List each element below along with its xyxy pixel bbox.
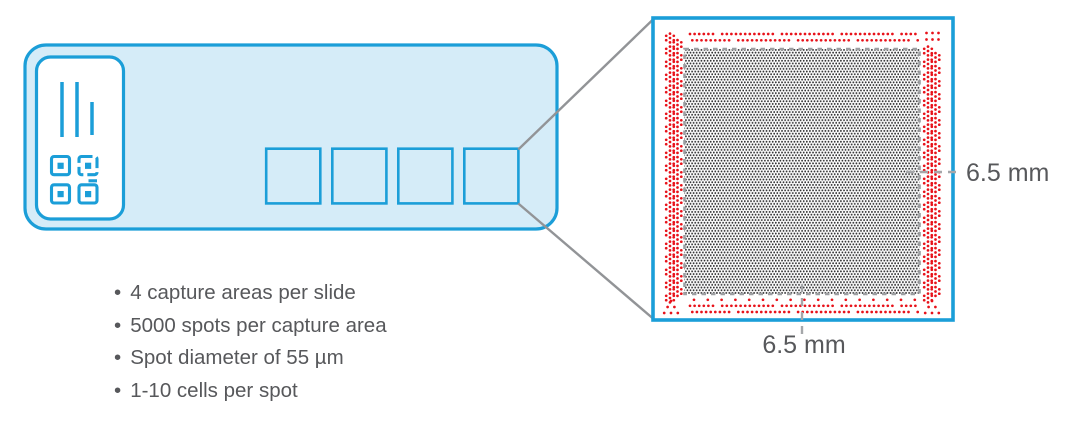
spot-area-dashed-border (683, 47, 921, 296)
list-item: • Spot diameter of 55 µm (114, 342, 387, 375)
capture-area-square (330, 147, 388, 205)
spot-grid (684, 49, 920, 294)
list-item: • 1-10 cells per spot (114, 375, 387, 408)
qr-code-icon (49, 154, 99, 205)
capture-area-square (462, 147, 520, 205)
height-dimension-label: 6.5 mm (966, 159, 1050, 187)
list-item-text: Spot diameter of 55 µm (130, 346, 344, 369)
barcode-icon (60, 82, 94, 137)
capture-areas (264, 147, 520, 205)
width-dimension-label: 6.5 mm (762, 331, 846, 359)
fiducial-frame (662, 31, 941, 315)
connector-line-bottom (517, 202, 654, 320)
dimension-pointer-lines (800, 170, 959, 334)
bullet-marker: • (114, 281, 122, 304)
bullet-marker: • (114, 313, 122, 337)
capture-area-square (396, 147, 454, 205)
capture-area-square (264, 147, 322, 205)
specs-list: • 4 capture areas per slide • 5000 spots p… (114, 277, 387, 407)
capture-area-zoom (651, 16, 959, 334)
slide-label-area (34, 55, 126, 221)
list-item: • 5000 spots per capture area (114, 310, 387, 343)
list-item-text: 5000 spots per capture area (130, 313, 387, 337)
slide (23, 43, 559, 231)
zoom-connector-lines (517, 18, 654, 320)
connector-line-top (517, 18, 654, 151)
slide-label-background (34, 55, 126, 221)
bullet-marker: • (114, 378, 122, 402)
bullet-marker: • (114, 346, 122, 369)
list-item-text: 4 capture areas per slide (130, 281, 356, 304)
list-item-text: 1-10 cells per spot (130, 378, 298, 402)
list-item: • 4 capture areas per slide (114, 277, 387, 310)
slide-body (23, 43, 559, 231)
